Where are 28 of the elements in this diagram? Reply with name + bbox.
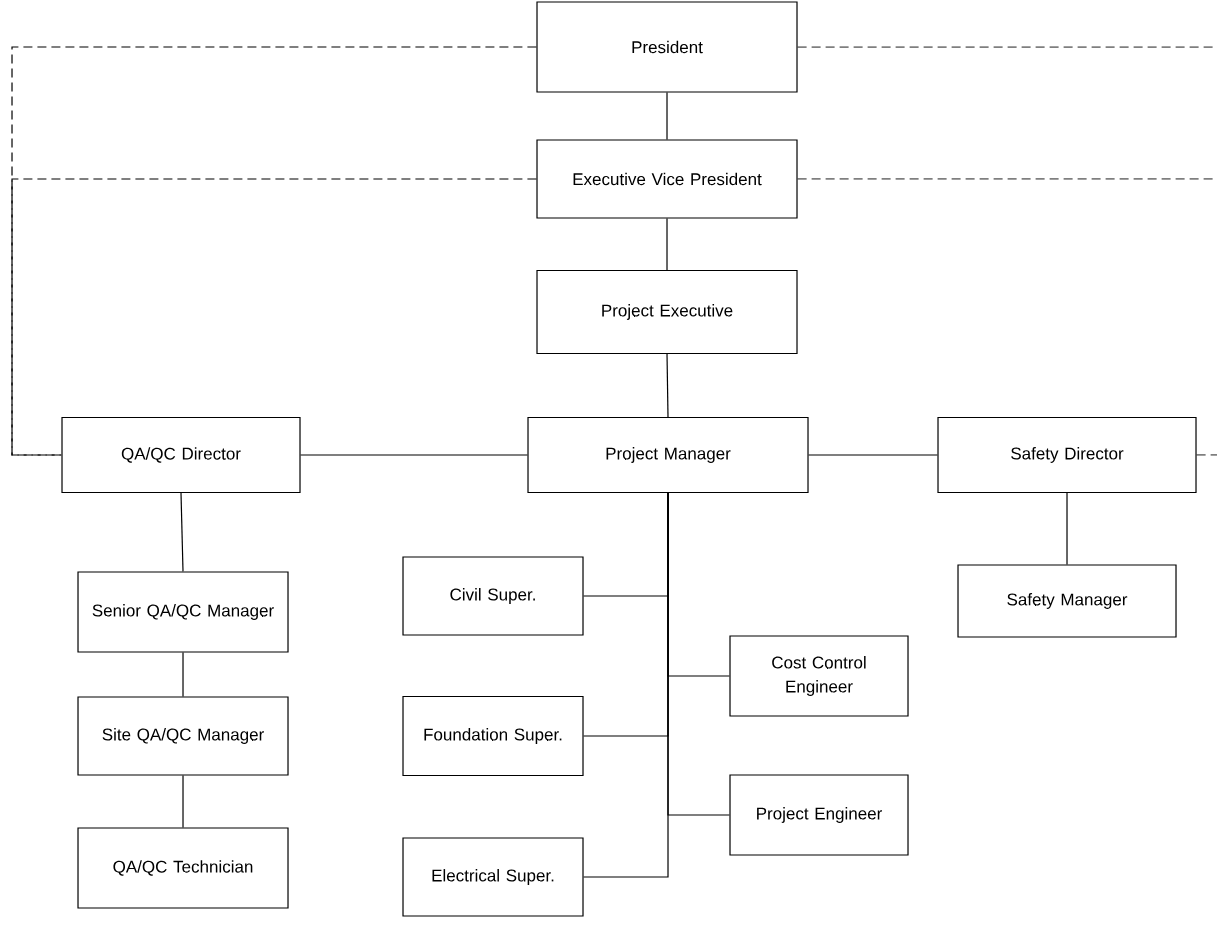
dashed-line [1196, 454, 1217, 456]
connector-line [808, 454, 938, 456]
connector-line [666, 218, 668, 271]
org-box: Cost Control Engineer [729, 635, 909, 717]
org-box: President [536, 1, 798, 93]
org-box: Electrical Super. [402, 837, 584, 917]
org-box: Project Executive [536, 269, 798, 355]
org-box: Safety Manager [957, 564, 1177, 638]
org-box: Project Manager [527, 416, 809, 494]
org-box: Foundation Super. [402, 695, 584, 777]
connector-line [1066, 492, 1068, 565]
org-box: QA/QC Director [61, 416, 301, 494]
connector-line [180, 492, 184, 572]
dashed-line [11, 46, 537, 456]
connector-line [583, 492, 669, 878]
org-box: QA/QC Technician [77, 827, 289, 909]
org-box: Civil Super. [402, 556, 584, 636]
org-box: Executive Vice President [536, 139, 798, 219]
org-box: Site QA/QC Manager [77, 696, 289, 776]
connector-line [182, 775, 184, 828]
org-box: Senior QA/QC Manager [77, 571, 289, 653]
org-box: Safety Director [937, 416, 1197, 494]
org-box: Project Engineer [729, 774, 909, 856]
connector-line [666, 353, 669, 418]
connector-line [666, 92, 668, 140]
dashed-line [11, 178, 537, 456]
connector-line [300, 454, 528, 456]
connector-line [182, 652, 184, 697]
